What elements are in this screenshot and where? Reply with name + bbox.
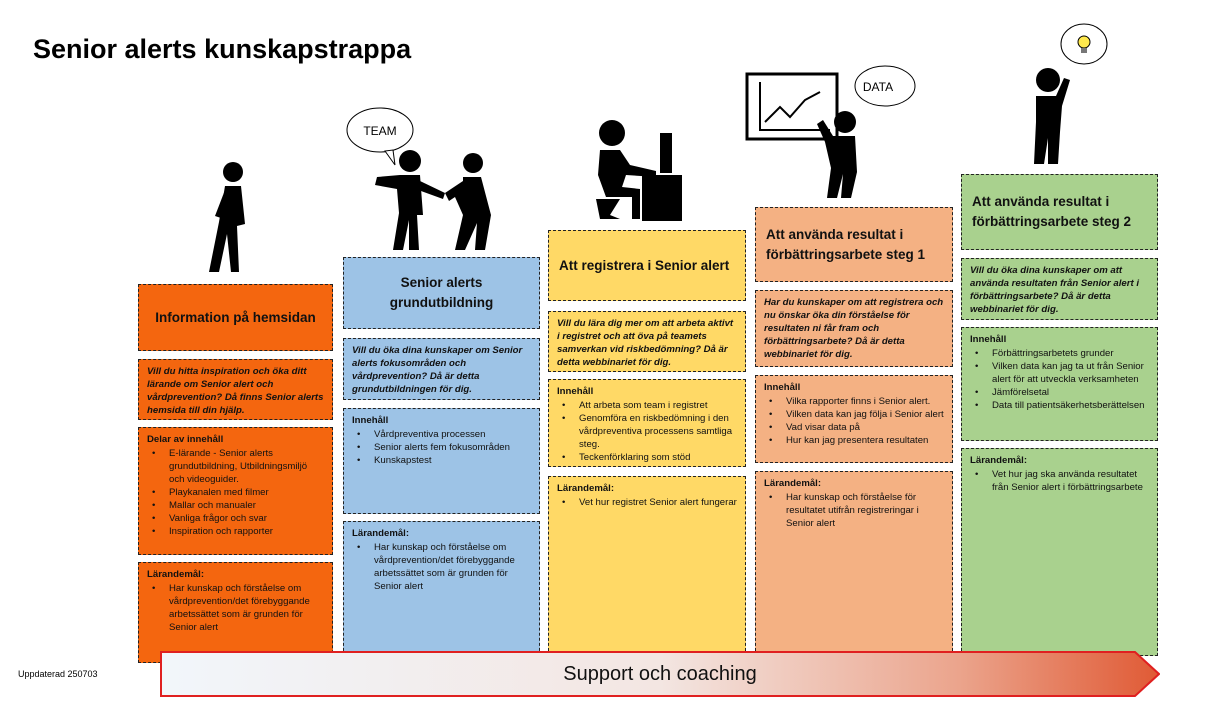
list-item: Kunskapstest xyxy=(357,454,531,467)
list-item: Vanliga frågor och svar xyxy=(152,512,324,525)
step-4-intro: Har du kunskaper om att registrera och n… xyxy=(755,290,953,367)
content-title: Innehåll xyxy=(970,334,1007,345)
data-bubble-text: DATA xyxy=(863,80,893,94)
list-item: Data till patientsäkerhetsberättelsen xyxy=(975,399,1149,412)
step-1-content: Delar av innehåll E-lärande - Senior ale… xyxy=(138,427,333,555)
list-item: Vet hur jag ska använda resultatet från … xyxy=(975,468,1149,494)
team-bubble-text: TEAM xyxy=(363,124,396,138)
person-with-idea-icon xyxy=(1034,23,1108,164)
content-title: Delar av innehåll xyxy=(147,434,224,445)
updated-date: Uppdaterad 250703 xyxy=(18,669,98,679)
list-item: Vet hur registret Senior alert fungerar xyxy=(562,496,737,509)
list-item: Inspiration och rapporter xyxy=(152,525,324,538)
step-3-goals: Lärandemål: Vet hur registret Senior ale… xyxy=(548,476,746,656)
step-4-goals: Lärandemål: Har kunskap och förståelse f… xyxy=(755,471,953,656)
list-item: Vilken data kan jag ta ut från Senior al… xyxy=(975,360,1149,386)
step-3-header: Att registrera i Senior alert xyxy=(548,230,746,301)
list-item: Har kunskap och förståelse om vårdpreven… xyxy=(152,582,324,634)
walking-person-icon xyxy=(209,162,245,272)
step-5-content: Innehåll Förbättringsarbetets grunder Vi… xyxy=(961,327,1158,441)
support-arrow xyxy=(160,651,1160,697)
content-title: Innehåll xyxy=(352,415,389,426)
step-4-header: Att använda resultat i förbättringsarbet… xyxy=(755,207,953,282)
content-title: Innehåll xyxy=(764,382,801,393)
person-at-computer-icon xyxy=(596,120,682,221)
list-item: Förbättringsarbetets grunder xyxy=(975,347,1149,360)
list-item: Mallar och manualer xyxy=(152,499,324,512)
list-item: Har kunskap och förståelse om vårdpreven… xyxy=(357,541,531,593)
step-2-goals: Lärandemål: Har kunskap och förståelse o… xyxy=(343,521,540,656)
lightbulb-icon xyxy=(1077,35,1091,49)
step-5-intro: Vill du öka dina kunskaper om att använd… xyxy=(961,258,1158,320)
step-1-intro: Vill du hitta inspiration och öka ditt l… xyxy=(138,359,333,420)
goal-title: Lärandemål: xyxy=(764,478,822,489)
person-presenting-data-icon: DATA xyxy=(745,65,916,198)
step-2-intro: Vill du öka dina kunskaper om Senior ale… xyxy=(343,338,540,400)
arrow-label: Support och coaching xyxy=(563,662,757,685)
team-people-icon: TEAM xyxy=(346,107,491,250)
page-title: Senior alerts kunskapstrappa xyxy=(33,34,412,64)
list-item: Hur kan jag presentera resultaten xyxy=(769,434,944,447)
list-item: Vilken data kan jag följa i Senior alert xyxy=(769,408,944,421)
goal-title: Lärandemål: xyxy=(147,569,205,580)
goal-title: Lärandemål: xyxy=(352,528,410,539)
goal-title: Lärandemål: xyxy=(557,483,615,494)
step-1-goals: Lärandemål: Har kunskap och förståelse o… xyxy=(138,562,333,663)
list-item: Vilka rapporter finns i Senior alert. xyxy=(769,395,944,408)
step-4-content: Innehåll Vilka rapporter finns i Senior … xyxy=(755,375,953,463)
list-item: Teckenförklaring som stöd xyxy=(562,451,737,464)
goal-title: Lärandemål: xyxy=(970,455,1028,466)
list-item: Vårdpreventiva processen xyxy=(357,428,531,441)
list-item: Har kunskap och förståelse för resultate… xyxy=(769,491,944,530)
step-2-content: Innehåll Vårdpreventiva processen Senior… xyxy=(343,408,540,514)
step-1-header: Information på hemsidan xyxy=(138,284,333,351)
list-item: E-lärande - Senior alerts grundutbildnin… xyxy=(152,447,324,486)
step-5-goals: Lärandemål: Vet hur jag ska använda resu… xyxy=(961,448,1158,656)
step-3-intro: Vill du lära dig mer om att arbeta aktiv… xyxy=(548,311,746,372)
list-item: Playkanalen med filmer xyxy=(152,486,324,499)
list-item: Genomföra en riskbedömning i den vårdpre… xyxy=(562,412,737,451)
step-5-header: Att använda resultat i förbättringsarbet… xyxy=(961,174,1158,250)
list-item: Jämförelsetal xyxy=(975,386,1149,399)
step-3-content: Innehåll Att arbeta som team i registret… xyxy=(548,379,746,467)
list-item: Att arbeta som team i registret xyxy=(562,399,737,412)
list-item: Vad visar data på xyxy=(769,421,944,434)
list-item: Senior alerts fem fokusområden xyxy=(357,441,531,454)
content-title: Innehåll xyxy=(557,386,594,397)
step-2-header: Senior alerts grundutbildning xyxy=(343,257,540,329)
